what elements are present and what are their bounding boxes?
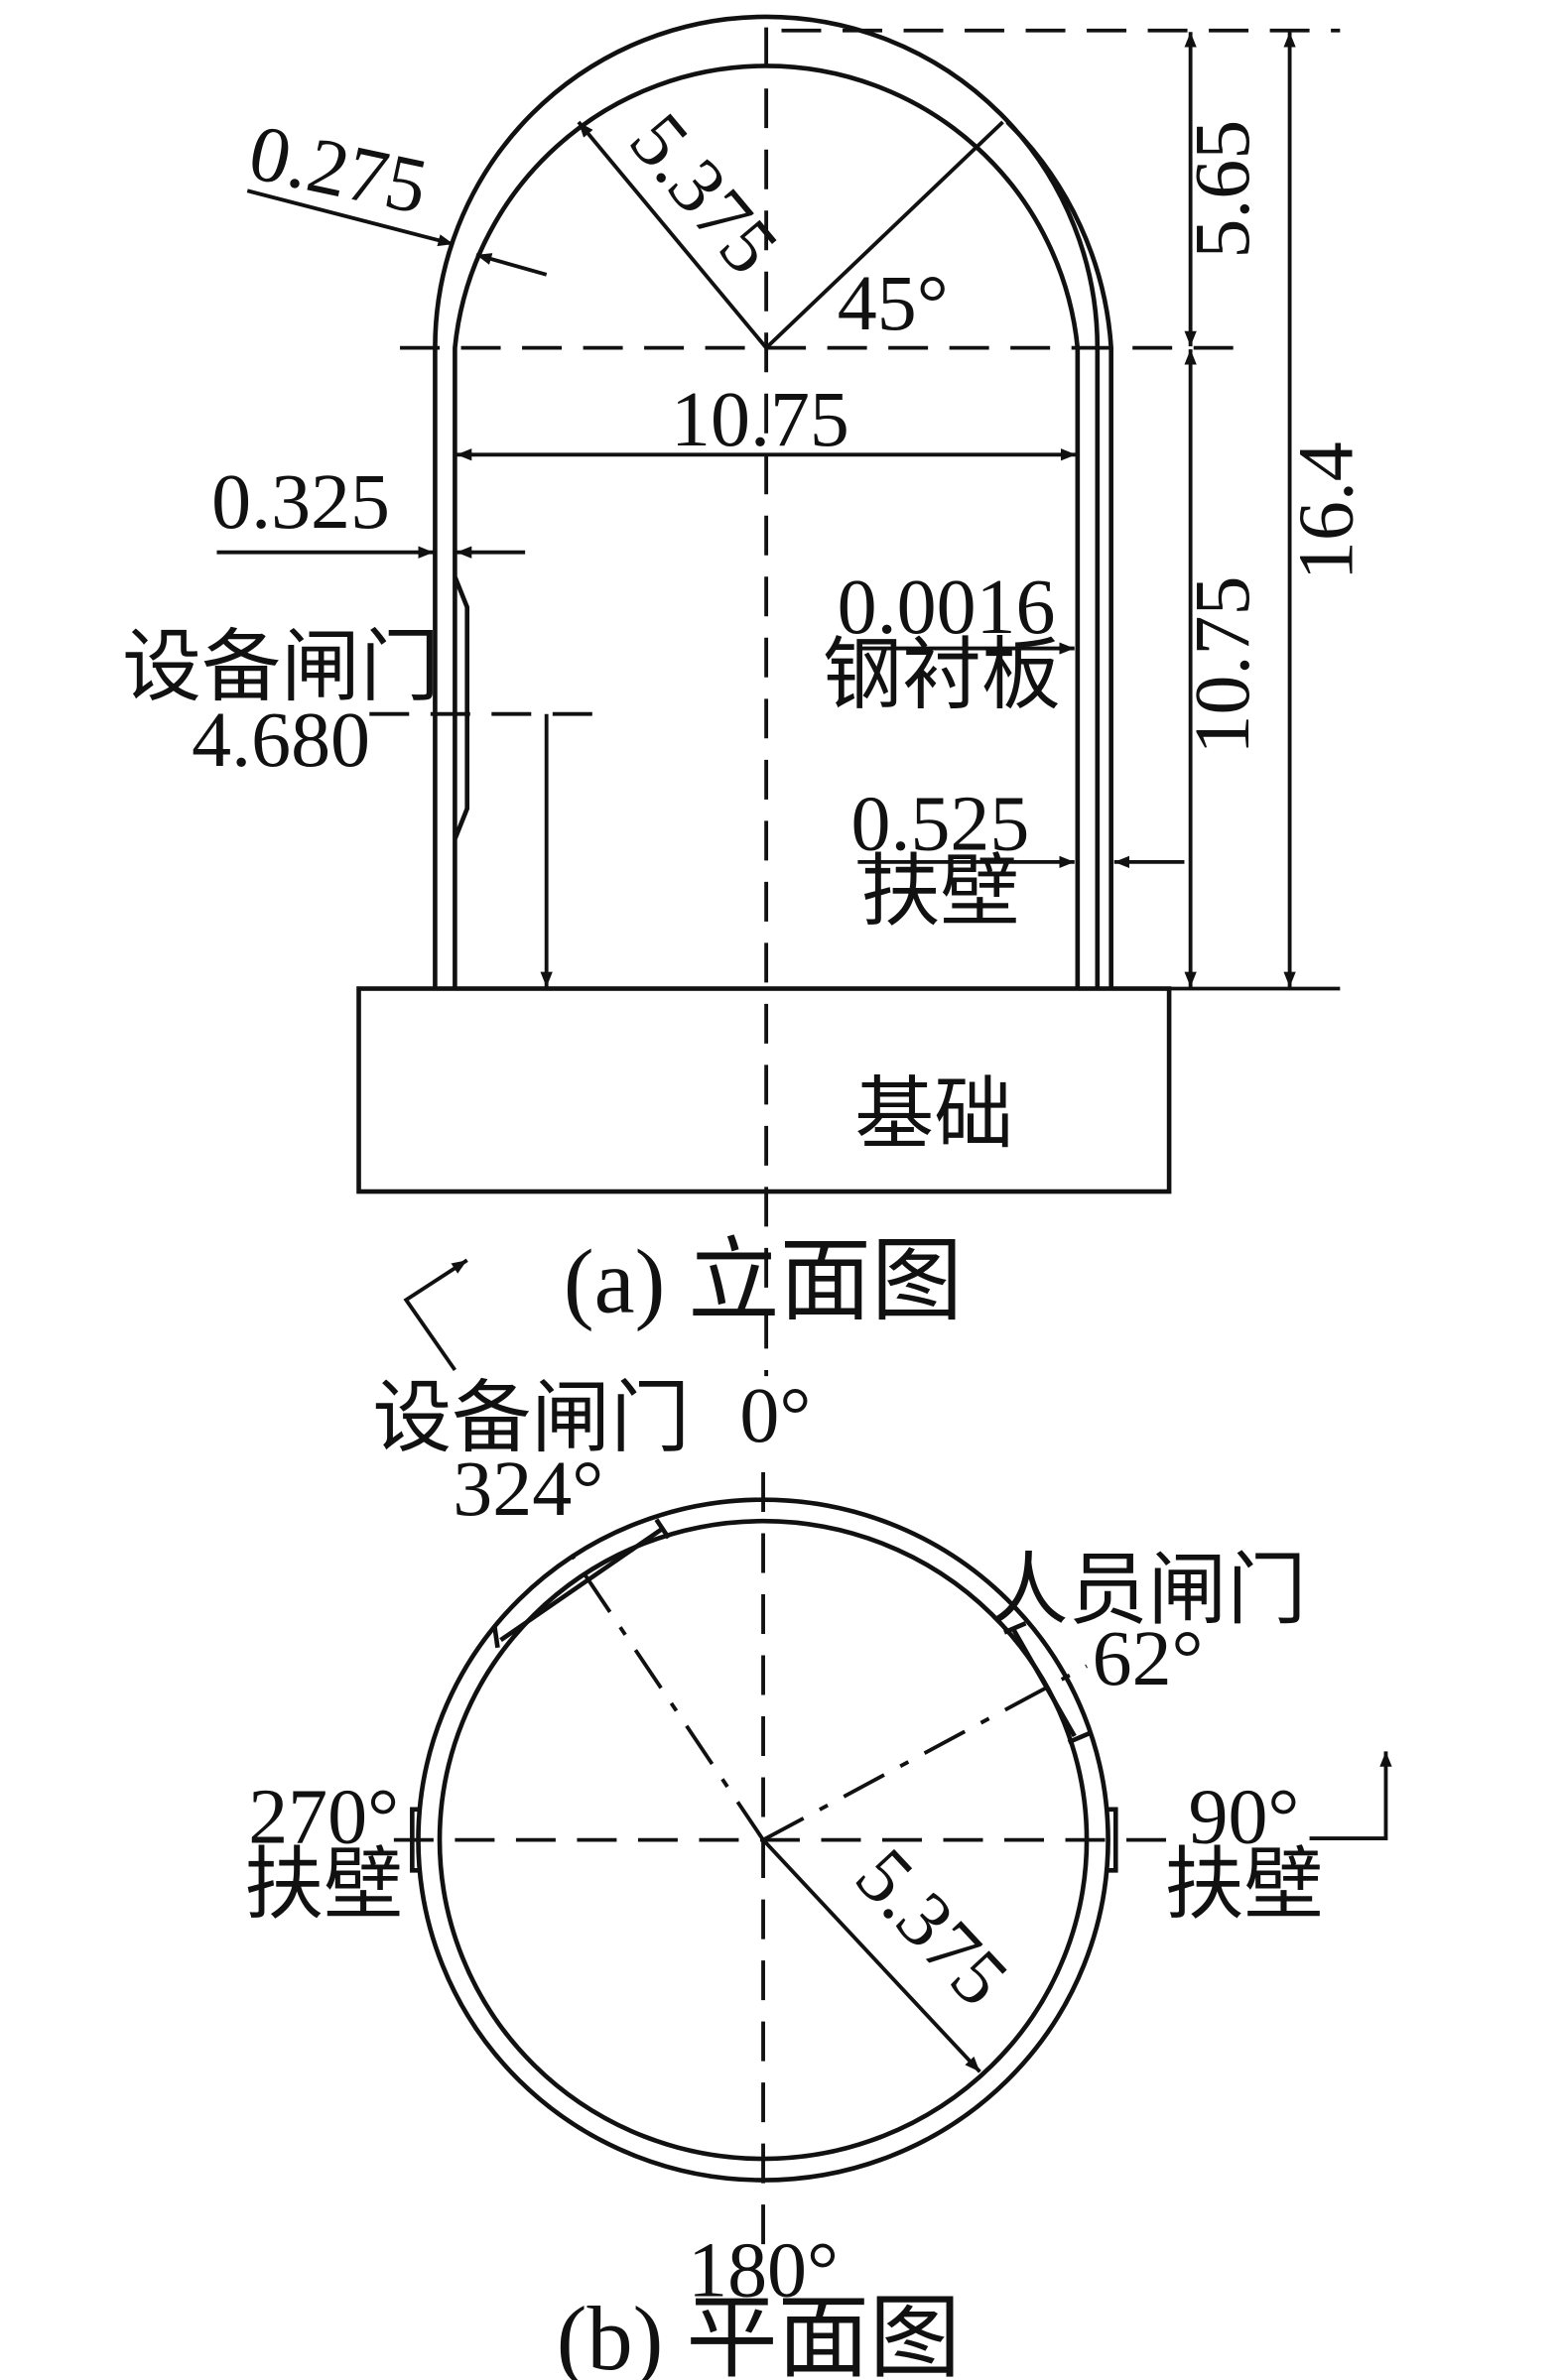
section-view-arrow-right xyxy=(1309,1751,1392,1840)
foundation-block xyxy=(356,986,1172,1194)
section-view-arrow-left xyxy=(403,1258,468,1372)
plan-personnel-hatch-label: 人员闸门 xyxy=(989,1548,1307,1635)
equipment-hatch-opening xyxy=(499,1526,664,1643)
plan-caption: (b) 平面图 xyxy=(557,2288,961,2380)
equipment-hatch-direction-line xyxy=(571,1555,765,1841)
plan-view: 5.375 设备闸门 324° 0° 人员闸门 62° 270° 扶壁 90° … xyxy=(244,1372,1323,2380)
left-buttress xyxy=(410,1807,422,1873)
angle-45-line xyxy=(764,120,1004,350)
equipment-hatch-label: 设备闸门 xyxy=(122,625,440,712)
dome-radius-arrow xyxy=(577,120,768,349)
equipment-hatch-value: 4.680 xyxy=(192,696,370,784)
dome-thickness-arrow-inner xyxy=(475,252,548,277)
plan-angle-0: 0° xyxy=(739,1372,811,1459)
liner-label: 钢衬板 xyxy=(823,632,1061,719)
containment-inner-wall xyxy=(453,63,1081,989)
buttress-thickness-value: 0.525 xyxy=(850,781,1029,868)
personnel-hatch-direction-line xyxy=(762,1664,1088,1842)
plan-outer-ring xyxy=(416,1497,1110,2183)
plan-angle-180: 180° xyxy=(688,2226,839,2314)
dome-height-label: 5.65 xyxy=(1179,120,1266,259)
right-buttress-outline xyxy=(1005,120,1113,989)
plan-angle-90: 90° xyxy=(1188,1774,1299,1861)
personnel-hatch-edges xyxy=(1003,1621,1092,1745)
wall-thickness-label: 0.325 xyxy=(211,458,390,546)
buttress-label: 扶壁 xyxy=(860,849,1019,937)
dome-thickness-arrow-outer xyxy=(246,188,455,247)
cylinder-height-label: 10.75 xyxy=(1179,576,1266,755)
plan-radius-label: 5.375 xyxy=(839,1832,1024,2023)
dome-thickness-label: 0.275 xyxy=(242,109,435,231)
plan-inner-ring xyxy=(437,1518,1090,2162)
total-height-label: 16.4 xyxy=(1283,441,1370,580)
right-buttress xyxy=(1105,1807,1118,1873)
plan-angle-270: 270° xyxy=(248,1774,399,1861)
equipment-hatch-edges xyxy=(492,1518,671,1649)
containment-outer-wall xyxy=(433,14,1101,989)
plan-personnel-hatch-angle: 62° xyxy=(1093,1615,1204,1702)
liner-thickness-value: 0.0016 xyxy=(838,564,1056,651)
plan-left-buttress-label: 扶壁 xyxy=(244,1842,403,1930)
elevation-view: 基础 5.375 45° 0.275 10.75 0.325 设备闸门 4.68… xyxy=(122,14,1370,1377)
elevation-caption: (a) 立面图 xyxy=(564,1231,963,1332)
plan-equipment-hatch-label: 设备闸门 xyxy=(372,1375,690,1462)
angle-45-label: 45° xyxy=(838,260,949,347)
plan-radius-arrow xyxy=(761,1838,981,2073)
inner-diameter-label: 10.75 xyxy=(671,376,849,463)
plan-equipment-hatch-angle: 324° xyxy=(453,1445,603,1533)
personnel-hatch-opening xyxy=(1011,1628,1077,1738)
foundation-label: 基础 xyxy=(854,1071,1013,1159)
plan-right-buttress-label: 扶壁 xyxy=(1164,1842,1323,1930)
